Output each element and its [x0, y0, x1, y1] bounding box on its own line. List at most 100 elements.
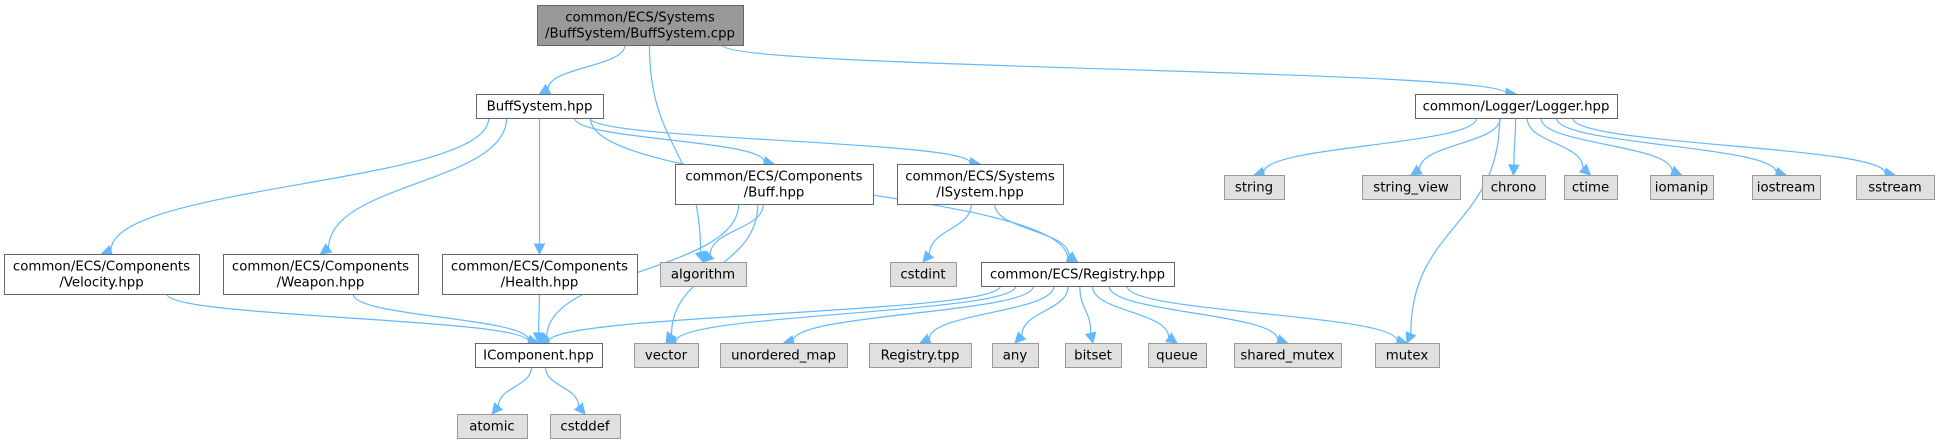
arrowhead-icon — [533, 243, 546, 256]
node-label: string — [1235, 181, 1273, 196]
node-label: common/ECS/Components — [451, 260, 628, 275]
node-label: iomanip — [1655, 181, 1709, 196]
node-label: shared_mutex — [1240, 349, 1334, 364]
node-box — [1482, 175, 1546, 200]
arrowhead-icon — [1410, 164, 1423, 176]
node-box — [1148, 343, 1207, 368]
node-logger-hpp[interactable]: common/Logger/Logger.hpp — [1415, 94, 1618, 119]
edge-line — [1021, 285, 1069, 336]
node-box — [475, 343, 603, 368]
edge-line — [1513, 117, 1517, 166]
node-label: common/ECS/Components — [685, 170, 862, 185]
node-any: any — [992, 343, 1039, 368]
edge-line — [546, 203, 740, 338]
arrowhead-icon — [1578, 163, 1592, 176]
edge-line — [1410, 117, 1501, 334]
node-box — [1415, 94, 1618, 119]
edge-root-to-buffsystem_hpp — [538, 44, 626, 95]
node-label: common/Logger/Logger.hpp — [1423, 100, 1610, 115]
node-cstdint: cstdint — [890, 262, 957, 287]
node-buff-hpp[interactable]: common/ECS/Components/Buff.hpp — [675, 164, 874, 205]
node-icomponent-hpp[interactable]: IComponent.hpp — [475, 343, 603, 368]
edge-line — [327, 117, 508, 249]
node-iostream: iostream — [1752, 175, 1821, 200]
node-shared-mutex: shared_mutex — [1234, 343, 1342, 368]
node-velocity-hpp[interactable]: common/ECS/Components/Velocity.hpp — [4, 254, 200, 295]
arrowhead-icon — [694, 250, 707, 264]
node-box — [675, 164, 874, 205]
edge-line — [675, 285, 1017, 342]
edge-registry_hpp-to-icomponent_hpp — [537, 285, 1001, 348]
node-box — [1224, 175, 1285, 200]
node-box — [897, 164, 1064, 205]
node-label: common/ECS/Components — [232, 260, 409, 275]
node-string-view: string_view — [1362, 175, 1461, 200]
edge-buff_hpp-to-algorithm — [702, 203, 764, 263]
node-box — [720, 343, 848, 368]
node-atomic: atomic — [457, 414, 528, 439]
edge-isystem_hpp-to-registry_hpp — [994, 203, 1079, 263]
edge-logger_hpp-to-string_view — [1410, 117, 1501, 176]
edge-line — [792, 285, 1034, 341]
node-label: mutex — [1386, 349, 1429, 364]
node-vector: vector — [634, 343, 699, 368]
node-label: queue — [1156, 349, 1198, 364]
node-label: Registry.tpp — [881, 349, 960, 364]
node-box — [1375, 343, 1440, 368]
edge-buffsystem_hpp-to-velocity_hpp — [100, 117, 490, 257]
node-box — [660, 262, 747, 287]
node-mutex: mutex — [1375, 343, 1440, 368]
node-label: /Health.hpp — [501, 276, 579, 291]
node-weapon-hpp[interactable]: common/ECS/Components/Weapon.hpp — [223, 254, 419, 295]
node-queue: queue — [1148, 343, 1207, 368]
node-label: cstdint — [900, 268, 945, 283]
edge-velocity_hpp-to-icomponent_hpp — [166, 293, 540, 348]
arrowhead-icon — [573, 402, 586, 415]
node-box — [890, 262, 957, 287]
arrowhead-icon — [1014, 331, 1027, 344]
node-box — [4, 254, 200, 295]
node-box — [1362, 175, 1461, 200]
node-isystem-hpp[interactable]: common/ECS/Systems/ISystem.hpp — [897, 164, 1064, 205]
edge-line — [110, 117, 490, 251]
arrowhead-icon — [922, 250, 935, 263]
edge-line — [547, 285, 1001, 343]
arrowhead-icon — [1508, 164, 1520, 177]
nodes-layer: common/ECS/Systems/BuffSystem/BuffSystem… — [4, 5, 1935, 439]
node-unordered-map: unordered_map — [720, 343, 848, 368]
node-box — [1564, 175, 1618, 200]
node-bitset: bitset — [1065, 343, 1122, 368]
edge-line — [574, 117, 765, 162]
node-health-hpp[interactable]: common/ECS/Components/Health.hpp — [442, 254, 638, 295]
node-box — [869, 343, 972, 368]
node-label: /ISystem.hpp — [936, 186, 1024, 201]
node-label: cstddef — [560, 420, 610, 435]
edge-logger_hpp-to-mutex — [1405, 117, 1501, 345]
node-box — [537, 5, 744, 46]
node-box — [223, 254, 419, 295]
node-sstream: sstream — [1856, 175, 1935, 200]
node-registry-tpp: Registry.tpp — [869, 343, 972, 368]
edge-buffsystem_hpp-to-weapon_hpp — [319, 117, 508, 255]
node-cstddef: cstddef — [550, 414, 621, 439]
node-registry-hpp[interactable]: common/ECS/Registry.hpp — [981, 262, 1175, 287]
node-box — [1234, 343, 1342, 368]
edge-line — [589, 117, 971, 164]
edge-line — [497, 366, 533, 407]
node-label: BuffSystem.hpp — [487, 100, 593, 115]
node-box — [981, 262, 1175, 287]
node-label: iostream — [1757, 181, 1815, 196]
node-label: /BuffSystem/BuffSystem.cpp — [545, 27, 735, 42]
node-label: common/ECS/Systems — [565, 11, 715, 26]
node-label: chrono — [1491, 181, 1537, 196]
node-string: string — [1224, 175, 1285, 200]
node-root[interactable]: common/ECS/Systems/BuffSystem/BuffSystem… — [537, 5, 744, 46]
edge-line — [709, 203, 764, 256]
edge-icomponent_hpp-to-atomic — [491, 366, 533, 415]
edges-layer — [100, 44, 1897, 415]
node-buffsystem-hpp[interactable]: BuffSystem.hpp — [476, 94, 604, 119]
edge-logger_hpp-to-chrono — [1508, 117, 1520, 177]
node-label: IComponent.hpp — [483, 349, 594, 364]
node-box — [1065, 343, 1122, 368]
edge-line — [544, 366, 580, 407]
